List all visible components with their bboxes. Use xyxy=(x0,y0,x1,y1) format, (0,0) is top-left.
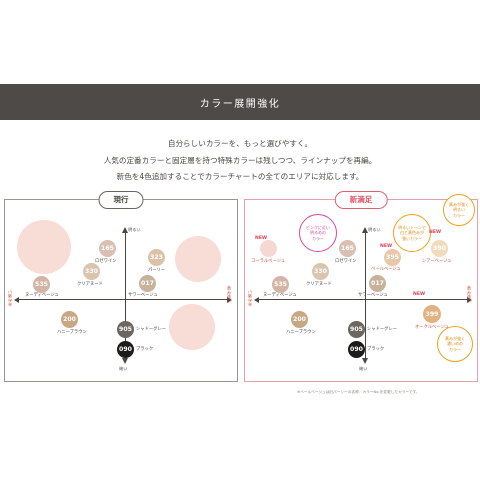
color-dot: 905 xyxy=(117,321,134,338)
color-dot: 090 xyxy=(117,341,134,358)
color-dot: 200 xyxy=(291,311,308,328)
color-code: 323 xyxy=(150,254,163,261)
vertical-axis xyxy=(125,232,126,360)
color-dot: 017 xyxy=(139,275,156,292)
color-name: サワーベージュ xyxy=(358,293,388,298)
arrow-down-icon xyxy=(362,358,368,364)
color-name: ブラック xyxy=(367,347,385,352)
color-name: ヌーディベージュ xyxy=(263,293,297,298)
horizontal-axis xyxy=(258,299,468,300)
color-dot: 330 xyxy=(312,263,329,280)
color-name: パーリー xyxy=(148,268,166,273)
color-name: クリアヌード xyxy=(77,282,103,287)
new-tag: NEW xyxy=(255,236,268,241)
color-name-new: ベールベージュ xyxy=(371,267,401,272)
color-code: 905 xyxy=(350,326,363,333)
axis-label-red: 赤み強い xyxy=(7,290,12,307)
color-dot-new: 395 xyxy=(384,249,401,266)
callout-bubble-orange: 黄みが強く 明るい カラー xyxy=(443,194,475,226)
arrow-down-icon xyxy=(122,358,128,364)
color-dot: 330 xyxy=(83,263,100,280)
new-tag: NEW xyxy=(380,244,393,249)
color-name: ロゼワイン xyxy=(95,259,117,264)
arrow-right-icon xyxy=(227,296,232,303)
axis-label-red: 赤み強い xyxy=(247,290,252,307)
horizontal-axis xyxy=(18,299,228,300)
arrow-up-icon xyxy=(122,227,128,233)
color-dot: 535 xyxy=(272,276,289,293)
color-dot: 165 xyxy=(339,240,356,257)
color-dot: 200 xyxy=(61,311,78,328)
color-code: 090 xyxy=(119,346,132,353)
color-dot: 165 xyxy=(99,240,116,257)
color-code: 090 xyxy=(350,346,363,353)
axis-label-dark: 暗い xyxy=(359,366,368,371)
color-code: 395 xyxy=(386,254,399,261)
color-code: 017 xyxy=(371,280,384,287)
new-lineup-panel: 新満足 明るい 暗い 赤み強い 黄み強い ピンクに近い 明るめの カラー 明るい… xyxy=(244,191,478,382)
color-dot: 535 xyxy=(33,276,50,293)
soft-circle xyxy=(175,236,221,282)
color-code: 399 xyxy=(425,310,439,318)
color-name-new: シアーベージュ xyxy=(422,259,452,264)
new-tag: NEW xyxy=(429,230,442,235)
color-name-new: コーラルベージュ xyxy=(251,259,285,264)
color-code: 535 xyxy=(35,281,48,288)
color-dot: 905 xyxy=(348,321,365,338)
color-name: ブラック xyxy=(136,347,154,352)
color-dot-new: 399 xyxy=(423,305,441,323)
axis-label-yellow: 黄み強い xyxy=(227,286,232,303)
color-name: シャドーグレー xyxy=(367,327,398,332)
color-code: 165 xyxy=(341,245,354,252)
color-dot: 017 xyxy=(369,275,386,292)
color-code: 905 xyxy=(119,326,132,333)
banner-title: カラー展開強化 xyxy=(199,98,281,110)
callout-bubble-orange: 黄みが強く 濃いめの カラー xyxy=(437,326,473,362)
callout-bubble-pink: ピンクに近い 明るめの カラー xyxy=(299,214,337,252)
color-dot: 090 xyxy=(348,341,365,358)
callout-bubble-orange: 明るいトーンで 白と黄色みが 強いカラー xyxy=(393,214,431,252)
color-code: 017 xyxy=(141,280,154,287)
axis-label-bright: 明るい xyxy=(368,227,381,232)
color-name: シャドーグレー xyxy=(136,327,167,332)
color-code: 330 xyxy=(314,268,327,275)
color-code: 165 xyxy=(101,245,114,252)
color-code: 200 xyxy=(63,316,76,323)
soft-circle xyxy=(17,220,71,274)
color-name: ヌーディベージュ xyxy=(25,293,59,298)
panel-tag-current: 現行 xyxy=(98,191,144,209)
color-dot-new: 390 xyxy=(431,240,448,257)
footnote: ※ベールベージュは旧パーリーの名称／カラーNo.を変更したカラーです。 xyxy=(297,390,420,394)
arrow-left-icon xyxy=(254,296,259,303)
intro-line-3: 新色を4色追加することでカラーチャートの全てのエリアに対応します。 xyxy=(116,172,364,181)
intro-text: 自分らしいカラーを、もっと選びやすく。 人気の定番カラーと固定層を持つ特殊カラー… xyxy=(0,136,480,186)
new-tag: NEW xyxy=(413,292,426,297)
axis-label-yellow: 黄み強い xyxy=(467,286,472,303)
panel-tag-new: 新満足 xyxy=(334,191,388,209)
axis-label-bright: 明るい xyxy=(128,227,141,232)
color-code: 390 xyxy=(433,245,446,252)
color-code: 330 xyxy=(85,268,98,275)
color-name: クリアヌード xyxy=(306,282,332,287)
soft-circle xyxy=(169,304,215,350)
arrow-right-icon xyxy=(467,296,472,303)
arrow-up-icon xyxy=(362,227,368,233)
intro-line-1: 自分らしいカラーを、もっと選びやすく。 xyxy=(167,139,313,148)
color-code: 535 xyxy=(274,281,287,288)
section-banner: カラー展開強化 xyxy=(0,84,480,120)
intro-line-2: 人気の定番カラーと固定層を持つ特殊カラーは残しつつ、ラインナップを再編。 xyxy=(103,155,377,165)
current-lineup-panel: 現行 明るい 暗い 赤み強い 黄み強い 165 ロゼワイン 323 パーリー 3… xyxy=(4,191,238,382)
color-dot-new xyxy=(260,240,277,257)
color-name: ハニーブラウン xyxy=(57,330,87,335)
color-name: ロゼワイン xyxy=(335,259,357,264)
color-name-new: オークルベージュ xyxy=(415,325,449,330)
axis-label-dark: 暗い xyxy=(119,366,128,371)
arrow-left-icon xyxy=(14,296,19,303)
color-code: 200 xyxy=(293,316,306,323)
color-name: ハニーブラウン xyxy=(286,330,316,335)
vertical-axis xyxy=(365,232,366,360)
color-dot: 323 xyxy=(148,249,165,266)
color-name: サワーベージュ xyxy=(128,293,158,298)
